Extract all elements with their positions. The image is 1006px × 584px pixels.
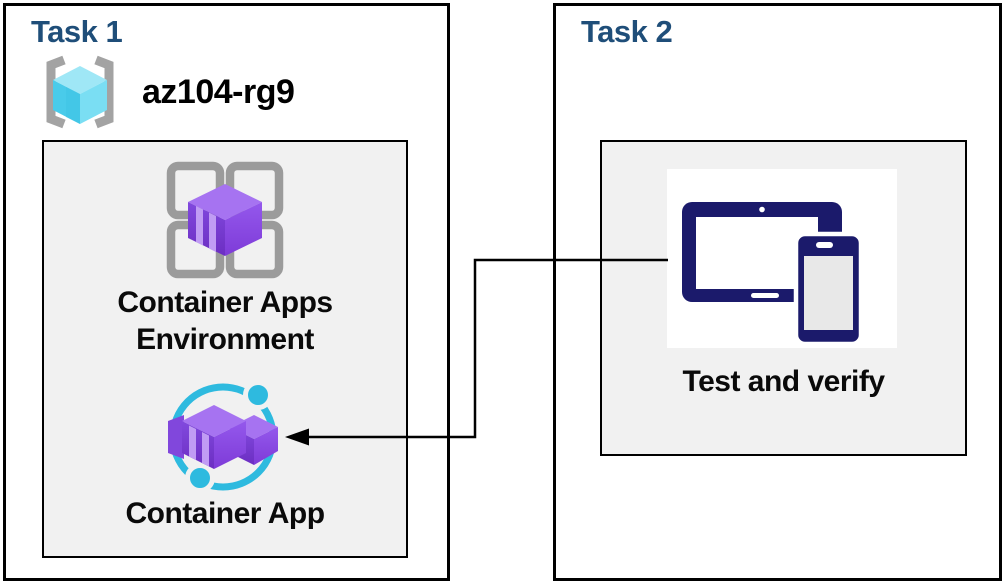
devices-icon [682, 202, 864, 347]
task2-title: Task 2 [581, 14, 673, 49]
container-app-icon [168, 381, 278, 493]
task1-title: Task 1 [31, 14, 123, 49]
task1-box: Task 1 az104-rg9 [3, 3, 450, 581]
container-apps-environment-icon [166, 161, 284, 279]
task2-box: Task 2 Test and verify [553, 3, 1002, 581]
resource-group-icon [46, 55, 114, 129]
resource-group-name: az104-rg9 [142, 72, 295, 111]
task2-panel: Test and verify [600, 140, 967, 456]
container-app-label: Container App [125, 497, 325, 530]
task1-panel: Container Apps Environment [42, 140, 408, 558]
resource-group-row: az104-rg9 [34, 54, 295, 130]
devices-icon-frame [667, 169, 897, 348]
container-apps-environment-label: Container Apps Environment [117, 286, 333, 356]
test-and-verify-label: Test and verify [682, 365, 885, 398]
